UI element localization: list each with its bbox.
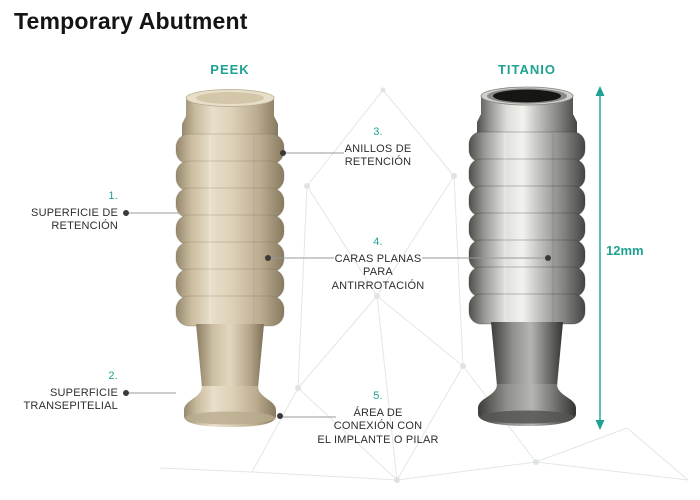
annotation-text: TRANSEPITELIAL — [23, 400, 118, 412]
peek-abutment-illustration — [175, 89, 285, 427]
annotation-text: RETENCIÓN — [51, 220, 118, 232]
annotation-area-de-conexion: 5. ÁREA DE CONEXIÓN CON EL IMPLANTE O PI… — [303, 390, 453, 447]
titanio-abutment-illustration — [468, 86, 586, 426]
annotation-text: ÁREA DE — [353, 406, 403, 419]
titanio-top-opening — [493, 89, 561, 103]
annotation-number: 3. — [373, 126, 383, 138]
annotation-caras-planas: 4. CARAS PLANAS PARA ANTIRROTACIÓN — [313, 236, 443, 293]
peek-retention-rings — [175, 133, 285, 327]
annotation-text: SUPERFICIE — [49, 386, 118, 399]
annotation-text: EL IMPLANTE O PILAR — [317, 433, 439, 446]
annotation-superficie-retencion: 1. SUPERFICIE DE RETENCIÓN — [8, 190, 118, 234]
product-label-titanio: TITANIO — [497, 62, 557, 77]
titanio-retention-rings — [468, 131, 586, 325]
peek-top-collar — [182, 89, 278, 136]
annotation-text: RETENCIÓN — [344, 156, 412, 168]
titanio-transepithelial-neck — [491, 322, 563, 386]
titanio-top-collar — [477, 86, 577, 134]
annotation-text: CONEXIÓN CON — [333, 420, 423, 432]
annotation-text: SUPERFICIE DE — [31, 206, 118, 219]
product-label-peek: PEEK — [210, 62, 250, 77]
annotation-number: 1. — [108, 190, 118, 202]
annotation-text: ANILLOS DE — [344, 142, 412, 155]
annotation-number: 4. — [373, 236, 383, 248]
annotation-text: PARA — [363, 266, 393, 278]
annotation-number: 5. — [373, 390, 383, 402]
peek-transepithelial-neck — [196, 324, 264, 388]
page-title: Temporary Abutment — [14, 8, 248, 34]
peek-base-flare — [184, 386, 276, 427]
dimension-label: 12mm — [606, 243, 644, 258]
annotation-text: CARAS PLANAS — [334, 252, 422, 265]
annotation-anillos-de-retencion: 3. ANILLOS DE RETENCIÓN — [318, 126, 438, 170]
annotation-number: 2. — [108, 370, 118, 382]
annotation-text: ANTIRROTACIÓN — [331, 279, 425, 292]
titanio-base-flare — [478, 384, 576, 426]
annotation-superficie-transepitelial: 2. SUPERFICIE TRANSEPITELIAL — [8, 370, 118, 414]
